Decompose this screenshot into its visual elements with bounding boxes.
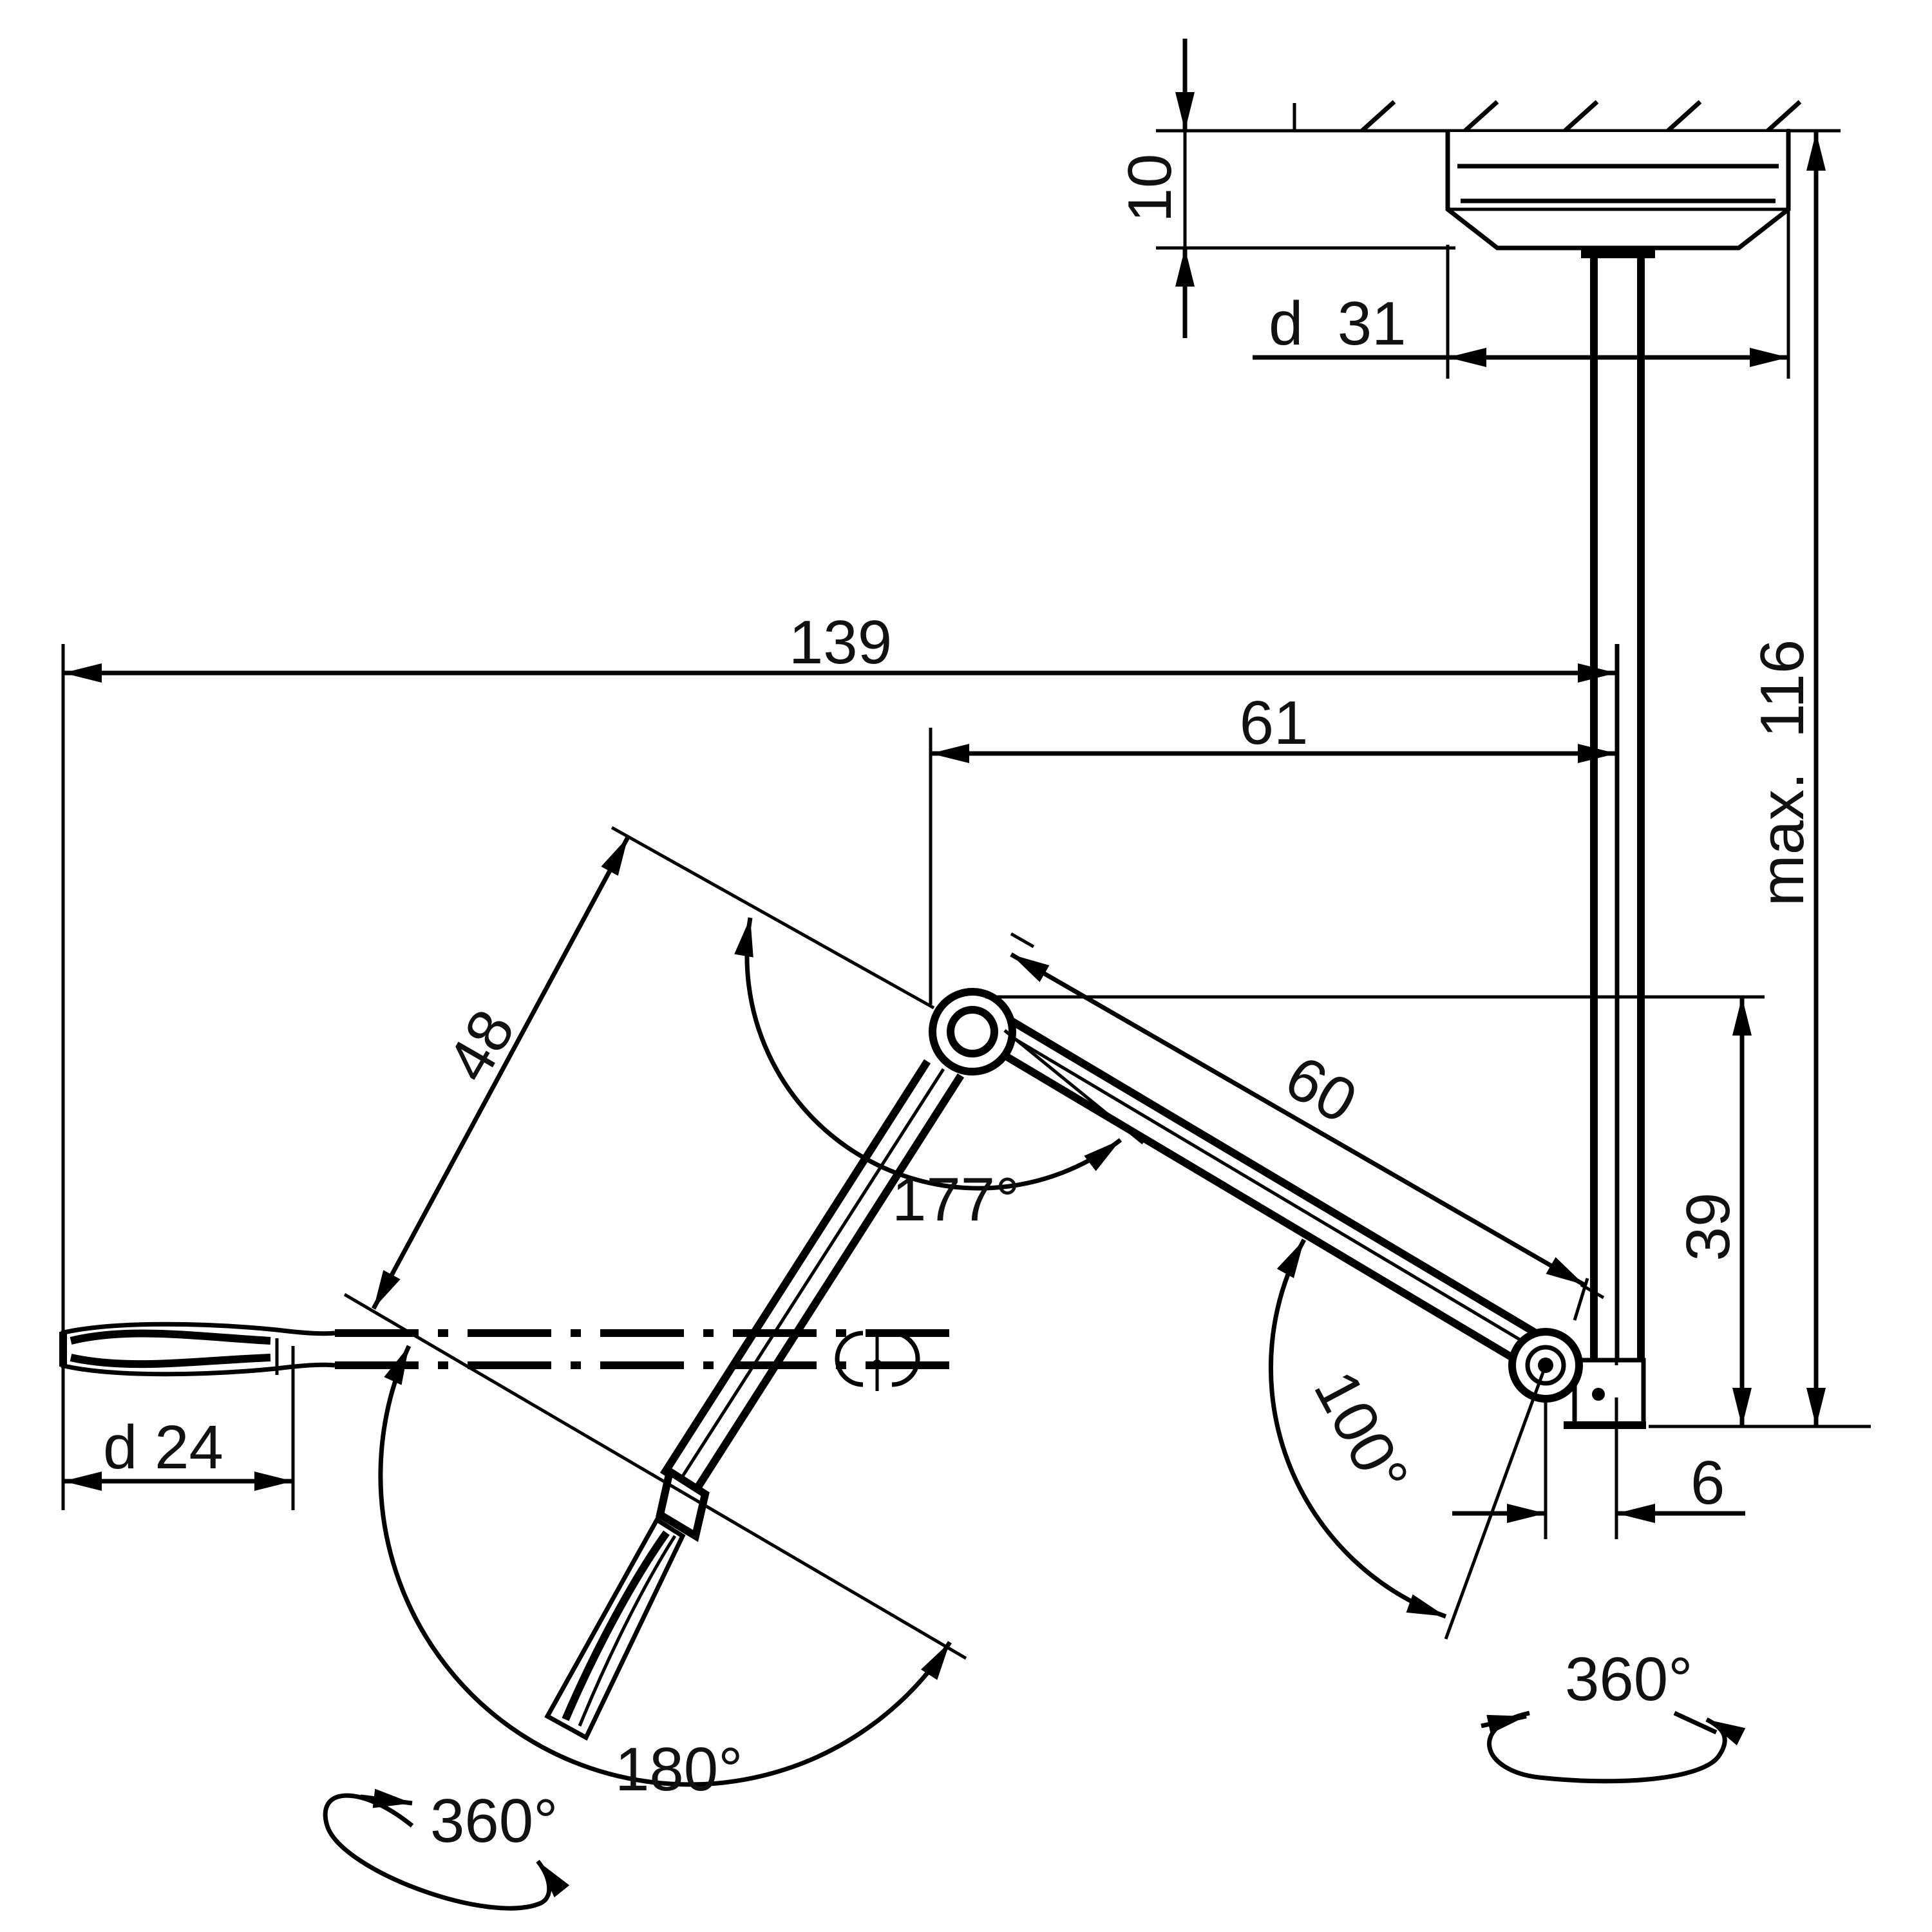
angle-label-100: 100° xyxy=(1301,1360,1422,1506)
dim-total-height: max. 116 xyxy=(1649,132,1871,1428)
dim-label-d24: d 24 xyxy=(103,1413,223,1482)
dim-label-max-116: max. 116 xyxy=(1748,639,1817,906)
angle-elbow: 177° xyxy=(734,917,1144,1234)
rotation-base: 360° xyxy=(1481,1645,1746,1784)
ceiling-canopy xyxy=(1445,132,1791,258)
dim-label-6: 6 xyxy=(1690,1448,1725,1517)
rotation-head: 360° xyxy=(323,1786,570,1911)
dim-label-d31: d 31 xyxy=(1269,289,1406,358)
forearm xyxy=(659,1059,965,1492)
upper-arm xyxy=(980,1007,1539,1368)
dim-pivot-offset: 6 xyxy=(1452,1397,1745,1539)
dim-label-61: 61 xyxy=(1240,688,1309,757)
dim-overall-reach: 139 xyxy=(61,608,1618,1510)
angle-head-tilt: 180° xyxy=(378,1345,952,1804)
ceiling-hatching xyxy=(1360,100,1802,133)
angle-label-360-base: 360° xyxy=(1565,1645,1693,1714)
dim-elbow-height: 39 xyxy=(985,995,1765,1426)
dim-reach-to-elbow: 61 xyxy=(929,688,1616,1005)
dim-label-39: 39 xyxy=(1674,1193,1743,1262)
head-side-view xyxy=(59,1321,953,1391)
angle-label-177: 177° xyxy=(892,1165,1020,1234)
dim-ceiling-plate-height: 10 xyxy=(1115,39,1455,338)
elbow-joint xyxy=(929,988,1016,1075)
dim-label-60: 60 xyxy=(1274,1043,1368,1137)
dim-upper-arm-length: 60 xyxy=(1010,932,1605,1321)
lamp-arms xyxy=(544,988,1583,1741)
dim-label-139: 139 xyxy=(789,608,892,677)
vertical-post xyxy=(1564,258,1646,1429)
dim-ceiling-plate-diameter: d 31 xyxy=(1253,129,1790,379)
dim-label-10: 10 xyxy=(1115,154,1184,223)
angle-label-180: 180° xyxy=(615,1735,743,1804)
angle-label-360-head: 360° xyxy=(430,1786,558,1855)
dim-head-diameter: d 24 xyxy=(63,1346,295,1510)
lamp-head xyxy=(544,1465,710,1741)
dim-label-48: 48 xyxy=(434,999,528,1093)
